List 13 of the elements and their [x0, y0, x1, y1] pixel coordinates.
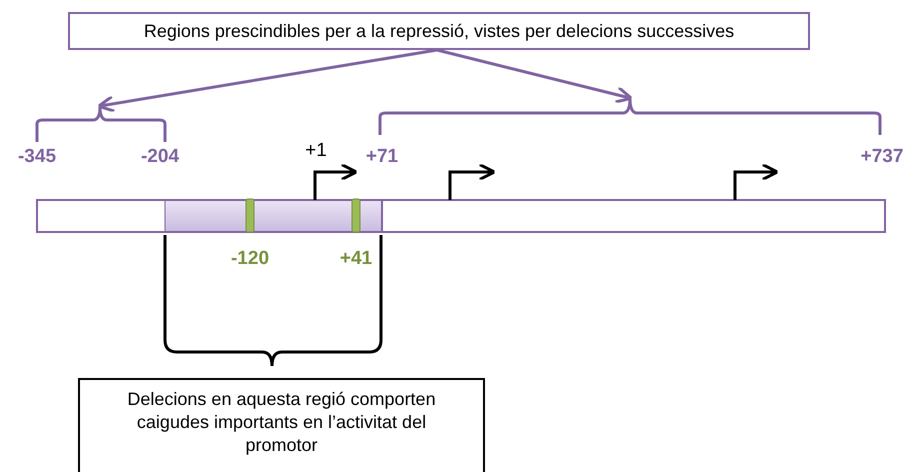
position-label: -204 [140, 146, 180, 168]
position-label: -345 [18, 146, 56, 168]
callout-text: Delecions en aquesta regió comporten caigudes importants en l’activitat del promotor [126, 388, 437, 457]
arrow [97, 48, 438, 113]
arrow [436, 48, 633, 104]
callout-box [78, 378, 485, 472]
position-label: -120 [230, 248, 270, 270]
callout-text: Regions prescindibles per a la repressió, vistes per delecions successives [144, 20, 734, 42]
callout-box [68, 12, 810, 50]
position-label: +41 [340, 248, 372, 270]
position-label: +1 [305, 140, 327, 162]
position-label: +71 [366, 146, 398, 168]
position-label: +737 [860, 146, 904, 168]
